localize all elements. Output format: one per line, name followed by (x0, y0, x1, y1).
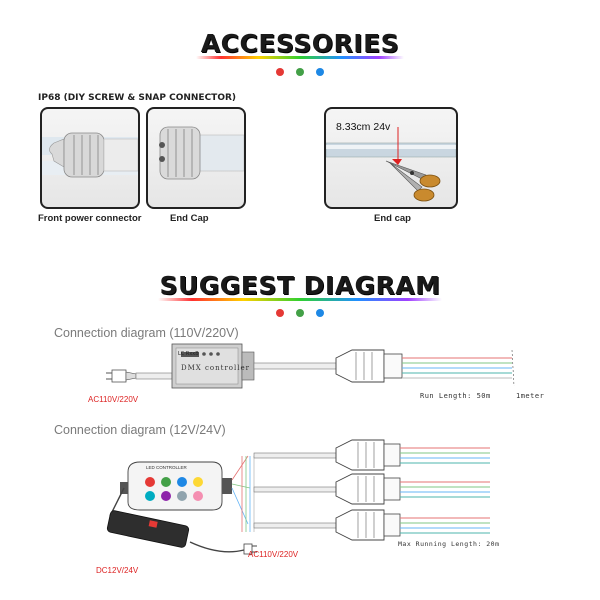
dmx-controller-icon (171, 343, 255, 389)
ip68-label: IP68 (DIY SCREW & SNAP CONNECTOR) (38, 93, 237, 103)
green-dot (296, 68, 304, 76)
accessories-heading: ACCESSORIES (200, 29, 400, 58)
red-dot (276, 68, 284, 76)
ac-110v-label: AC110V/220V (88, 395, 139, 404)
diagram-110v-wiring (106, 343, 515, 389)
green-dot (296, 309, 304, 317)
cut-length-label: 8.33cm 24v (336, 121, 391, 133)
end-cap-cut-photo: 8.33cm 24v (324, 107, 458, 209)
cut-strip-icon (326, 127, 456, 202)
run-length-label: Run Length: 50m (420, 392, 491, 400)
led-controller-label: LED CONTROLLER (146, 465, 187, 470)
strip-row-1 (253, 439, 490, 471)
strip-row-2 (253, 473, 490, 505)
meter-label: 1meter (516, 392, 545, 400)
end-cap-icon (159, 126, 244, 180)
suggest-diagram-heading: SUGGEST DIAGRAM (159, 271, 441, 300)
front-power-connector-caption: Front power connector (38, 213, 142, 224)
rainbow-underline (196, 56, 404, 59)
diagram-12v-wiring (106, 439, 490, 555)
dmx-controller-label: DMX controller (181, 364, 250, 372)
strip-row-3 (253, 509, 490, 541)
color-dots (0, 68, 600, 76)
end-cap-caption: End Cap (170, 213, 209, 224)
end-cap-cut-caption: End cap (374, 213, 411, 224)
led-controller-icon (120, 461, 232, 511)
dc-12v-label: DC12V/24V (96, 566, 139, 575)
front-power-connector-photo (40, 107, 140, 209)
diagram-110v-title: Connection diagram (110V/220V) (54, 326, 239, 340)
color-dots-2 (0, 309, 600, 317)
blue-dot (316, 309, 324, 317)
blue-dot (316, 68, 324, 76)
rainbow-underline-2 (158, 298, 442, 301)
max-running-length-label: Max Running Length: 20m (398, 540, 500, 548)
red-dot (276, 309, 284, 317)
controller-small-label: LC RxxB (178, 351, 199, 357)
ac-plug-icon (106, 369, 137, 383)
diagram-12v-title: Connection diagram (12V/24V) (54, 423, 226, 437)
strip-connector-icon (335, 349, 403, 383)
power-supply-icon (106, 487, 257, 555)
power-connector-icon (42, 132, 138, 178)
end-cap-photo (146, 107, 246, 209)
ac-110v-label-2: AC110V/220V (248, 550, 299, 559)
